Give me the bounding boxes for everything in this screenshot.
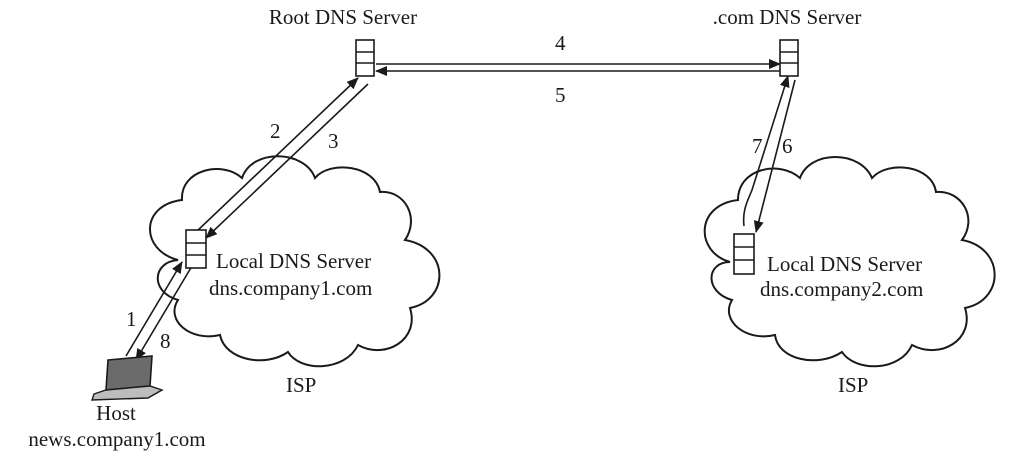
step-6-label: 6 — [782, 134, 793, 158]
arrow-step-7 — [742, 75, 790, 227]
isp-cloud-right — [703, 156, 996, 368]
local-dns-server-2-icon — [733, 233, 755, 275]
step-8-label: 8 — [160, 329, 171, 353]
step-3-label: 3 — [328, 129, 339, 153]
arrow-step-1 — [125, 261, 183, 357]
isp-label-left: ISP — [286, 373, 316, 397]
arrow-step-8 — [135, 265, 193, 361]
local-dns-server-2-label: Local DNS Server — [767, 252, 922, 276]
host-name: news.company1.com — [28, 427, 205, 451]
step-2-label: 2 — [270, 119, 281, 143]
arrow-step-6 — [753, 79, 796, 233]
isp-cloud-left — [149, 155, 441, 368]
step-7-label: 7 — [752, 134, 763, 158]
host-label: Host — [96, 401, 136, 425]
root-dns-server-label: Root DNS Server — [269, 5, 417, 29]
local-dns-server-1-label: Local DNS Server — [216, 249, 371, 273]
step-1-label: 1 — [126, 307, 137, 331]
arrow-step-3 — [205, 83, 369, 239]
com-dns-server-icon — [779, 39, 799, 77]
isp-label-right: ISP — [838, 373, 868, 397]
local-dns-server-1-name: dns.company1.com — [209, 276, 372, 300]
root-dns-server-icon — [355, 39, 375, 77]
com-dns-server-label: .com DNS Server — [713, 5, 862, 29]
local-dns-server-1-icon — [185, 229, 207, 269]
laptop-icon — [91, 355, 164, 401]
step-4-label: 4 — [555, 31, 566, 55]
local-dns-server-2-name: dns.company2.com — [760, 277, 923, 301]
step-5-label: 5 — [555, 83, 566, 107]
arrow-step-2 — [195, 77, 359, 233]
